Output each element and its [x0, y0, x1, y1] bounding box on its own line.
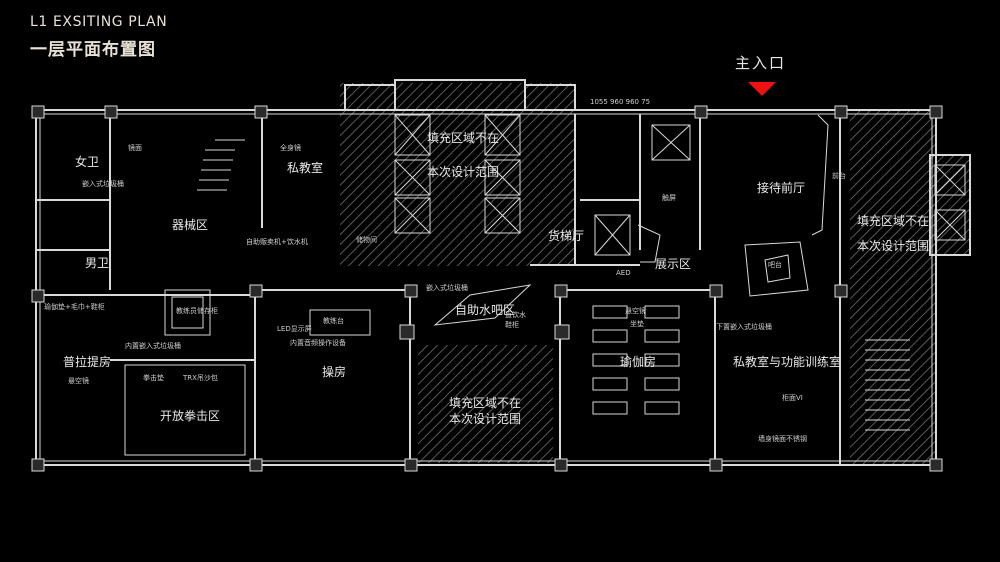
walls — [35, 79, 971, 466]
note-hanging-mirror: 悬空镜 — [68, 376, 89, 385]
entrance-arrow-icon — [748, 82, 776, 96]
room-label-unfilled-center-bottom-2: 本次设计范围 — [449, 412, 521, 426]
room-label-self-water: 自助水吧区 — [455, 303, 515, 317]
note-builtin-bin: 内置嵌入式垃圾桶 — [125, 341, 181, 350]
room-label-unfilled-center-top-1: 填充区域不在 — [427, 130, 499, 145]
unfilled-areas — [340, 83, 970, 465]
room-label-unfilled-center-bottom-1: 填充区域不在 — [449, 395, 521, 410]
note-coach-desk: 教练台 — [323, 316, 344, 325]
note-vending: 自助贩卖机+饮水机 — [246, 237, 308, 246]
note-mat-rack: 瑜伽垫+毛巾+鞋柜 — [44, 302, 105, 311]
note-back-desk: 前台 — [832, 171, 846, 180]
yoga-mats — [592, 305, 680, 415]
note-coach-cabinet: 教练员储存柜 — [176, 306, 218, 315]
note-cushion: 坐垫 — [630, 319, 644, 328]
unfilled-area-center-bottom — [418, 345, 553, 463]
note-shoe-cabinet: 鞋柜 — [505, 320, 519, 329]
room-label-unfilled-right-1: 填充区域不在 — [857, 213, 929, 228]
room-label-exhibition: 展示区 — [655, 257, 691, 271]
room-label-equipment: 器械区 — [172, 217, 208, 232]
note-builtin-audio: 内置音频操作设备 — [290, 338, 346, 347]
elevator-shafts — [394, 114, 966, 256]
note-full-mirror: 全身镜 — [280, 143, 301, 152]
furniture — [124, 114, 829, 456]
room-label-unfilled-right-2: 本次设计范围 — [857, 239, 929, 253]
room-label-reception: 接待前厅 — [757, 180, 805, 195]
note-suspended: 悬空镜 — [625, 306, 646, 315]
note-punch-bag: 拳击垫 — [143, 373, 164, 382]
note-storage: 储物间 — [356, 235, 377, 244]
room-label-freight-elevator: 货梯厅 — [548, 228, 584, 243]
note-embedded-bin-b: 嵌入式垃圾桶 — [426, 283, 468, 292]
note-embedded-bin: 嵌入式垃圾桶 — [82, 179, 124, 188]
columns — [31, 105, 943, 472]
room-label-boxing: 开放拳击区 — [160, 408, 220, 423]
note-dims: 1055 960 960 75 — [590, 98, 650, 106]
note-steel-mirror: 墙身镜面不锈钢 — [758, 434, 807, 443]
main-entrance-label: 主入口 — [735, 54, 787, 72]
unfilled-area-right — [850, 110, 935, 465]
note-aed: AED — [616, 269, 631, 277]
room-label-unfilled-center-top-2: 本次设计范围 — [427, 165, 499, 179]
room-label-private-room: 私教室 — [287, 160, 323, 175]
plan-title-chinese: 一层平面布置图 — [30, 40, 156, 60]
note-touch-screen: 触屏 — [662, 193, 676, 202]
note-under-bin: 下置嵌入式垃圾桶 — [716, 322, 772, 331]
note-direct-water: 直饮水 — [505, 310, 526, 319]
room-label-exercise: 操房 — [322, 364, 346, 379]
note-led-screen: LED显示屏 — [277, 325, 312, 333]
note-front-desk: 吧台 — [768, 260, 782, 269]
room-label-yoga: 瑜伽房 — [620, 354, 656, 369]
room-label-private-training: 私教室与功能训练室 — [733, 354, 841, 369]
stairs — [197, 139, 910, 431]
note-cabinet: 柜面VI — [782, 393, 803, 402]
note-mirror: 镜面 — [128, 143, 142, 152]
note-trx: TRX吊沙包 — [182, 373, 218, 382]
plan-title-english: L1 EXSITING PLAN — [30, 14, 168, 30]
room-label-womens-wc: 女卫 — [75, 154, 99, 169]
room-label-mens-wc: 男卫 — [85, 256, 109, 270]
room-label-stretch: 普拉提房 — [63, 354, 111, 369]
